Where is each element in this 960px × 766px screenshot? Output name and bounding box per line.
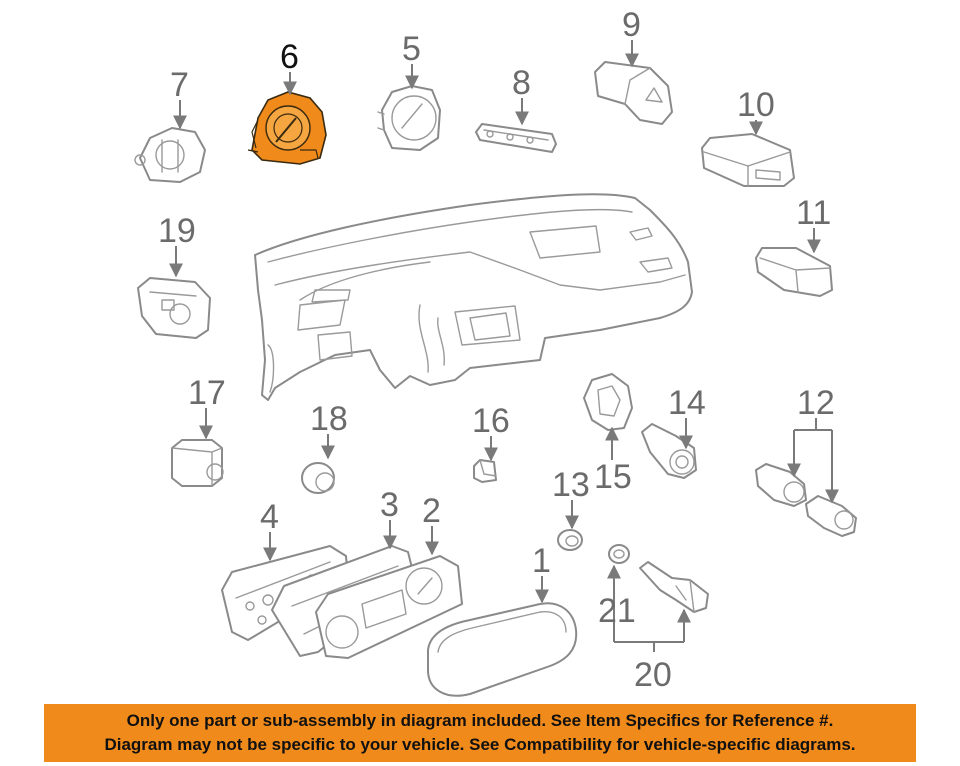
callout-20: 20	[634, 656, 672, 694]
part-18-knob	[301, 462, 335, 494]
part-14-lighter-socket	[641, 423, 697, 479]
callout-12: 12	[797, 384, 835, 422]
callout-14: 14	[668, 384, 706, 422]
part-9-hazard-switch	[594, 61, 673, 125]
part-7-gauge	[134, 127, 206, 183]
callout-15: 15	[594, 458, 632, 496]
dashboard-panel	[254, 193, 693, 401]
callout-5: 5	[402, 30, 421, 68]
callout-13: 13	[552, 466, 590, 504]
part-16-bulb-socket	[473, 459, 497, 483]
callout-19: 19	[158, 212, 196, 250]
disclaimer-line-2: Diagram may not be specific to your vehi…	[104, 735, 856, 754]
part-11-switch	[755, 247, 833, 297]
callout-18: 18	[310, 400, 348, 438]
callout-10: 10	[737, 86, 775, 124]
leader-lines	[169, 40, 839, 652]
callout-2: 2	[422, 492, 441, 530]
callout-17: 17	[188, 374, 226, 412]
parts-diagram: 7 6 5 8 9 10 11 19 17 18 16 15 14 12 13 …	[134, 6, 857, 697]
part-13-grommet	[557, 529, 583, 551]
callout-16: 16	[472, 402, 510, 440]
part-12-lighter	[755, 463, 857, 537]
callout-3: 3	[380, 486, 399, 524]
part-6-gauge-assembly-highlighted	[247, 91, 327, 165]
part-19-mirror-switch	[137, 277, 211, 339]
disclaimer-line-1: Only one part or sub-assembly in diagram…	[126, 711, 834, 730]
part-15-bracket	[583, 373, 633, 431]
part-1-cluster-lens	[427, 602, 578, 697]
part-5-speedometer	[377, 85, 441, 151]
callout-4: 4	[260, 498, 279, 536]
callout-8: 8	[512, 64, 531, 102]
part-10-ac-switch	[701, 133, 795, 187]
callout-11: 11	[796, 194, 831, 232]
part-17-switch	[171, 439, 224, 487]
part-21-o-ring	[608, 544, 630, 564]
callout-labels: 7 6 5 8 9 10 11 19 17 18 16 15 14 12 13 …	[158, 6, 835, 694]
part-8-control-switch	[475, 123, 557, 153]
part-2-cluster-housing	[315, 555, 463, 659]
callout-9: 9	[622, 6, 641, 44]
callout-21: 21	[598, 592, 636, 630]
callout-1: 1	[532, 542, 551, 580]
callout-6: 6	[280, 38, 299, 76]
disclaimer-banner: Only one part or sub-assembly in diagram…	[44, 704, 916, 762]
callout-7: 7	[170, 66, 189, 104]
part-20-sensor	[639, 561, 709, 613]
